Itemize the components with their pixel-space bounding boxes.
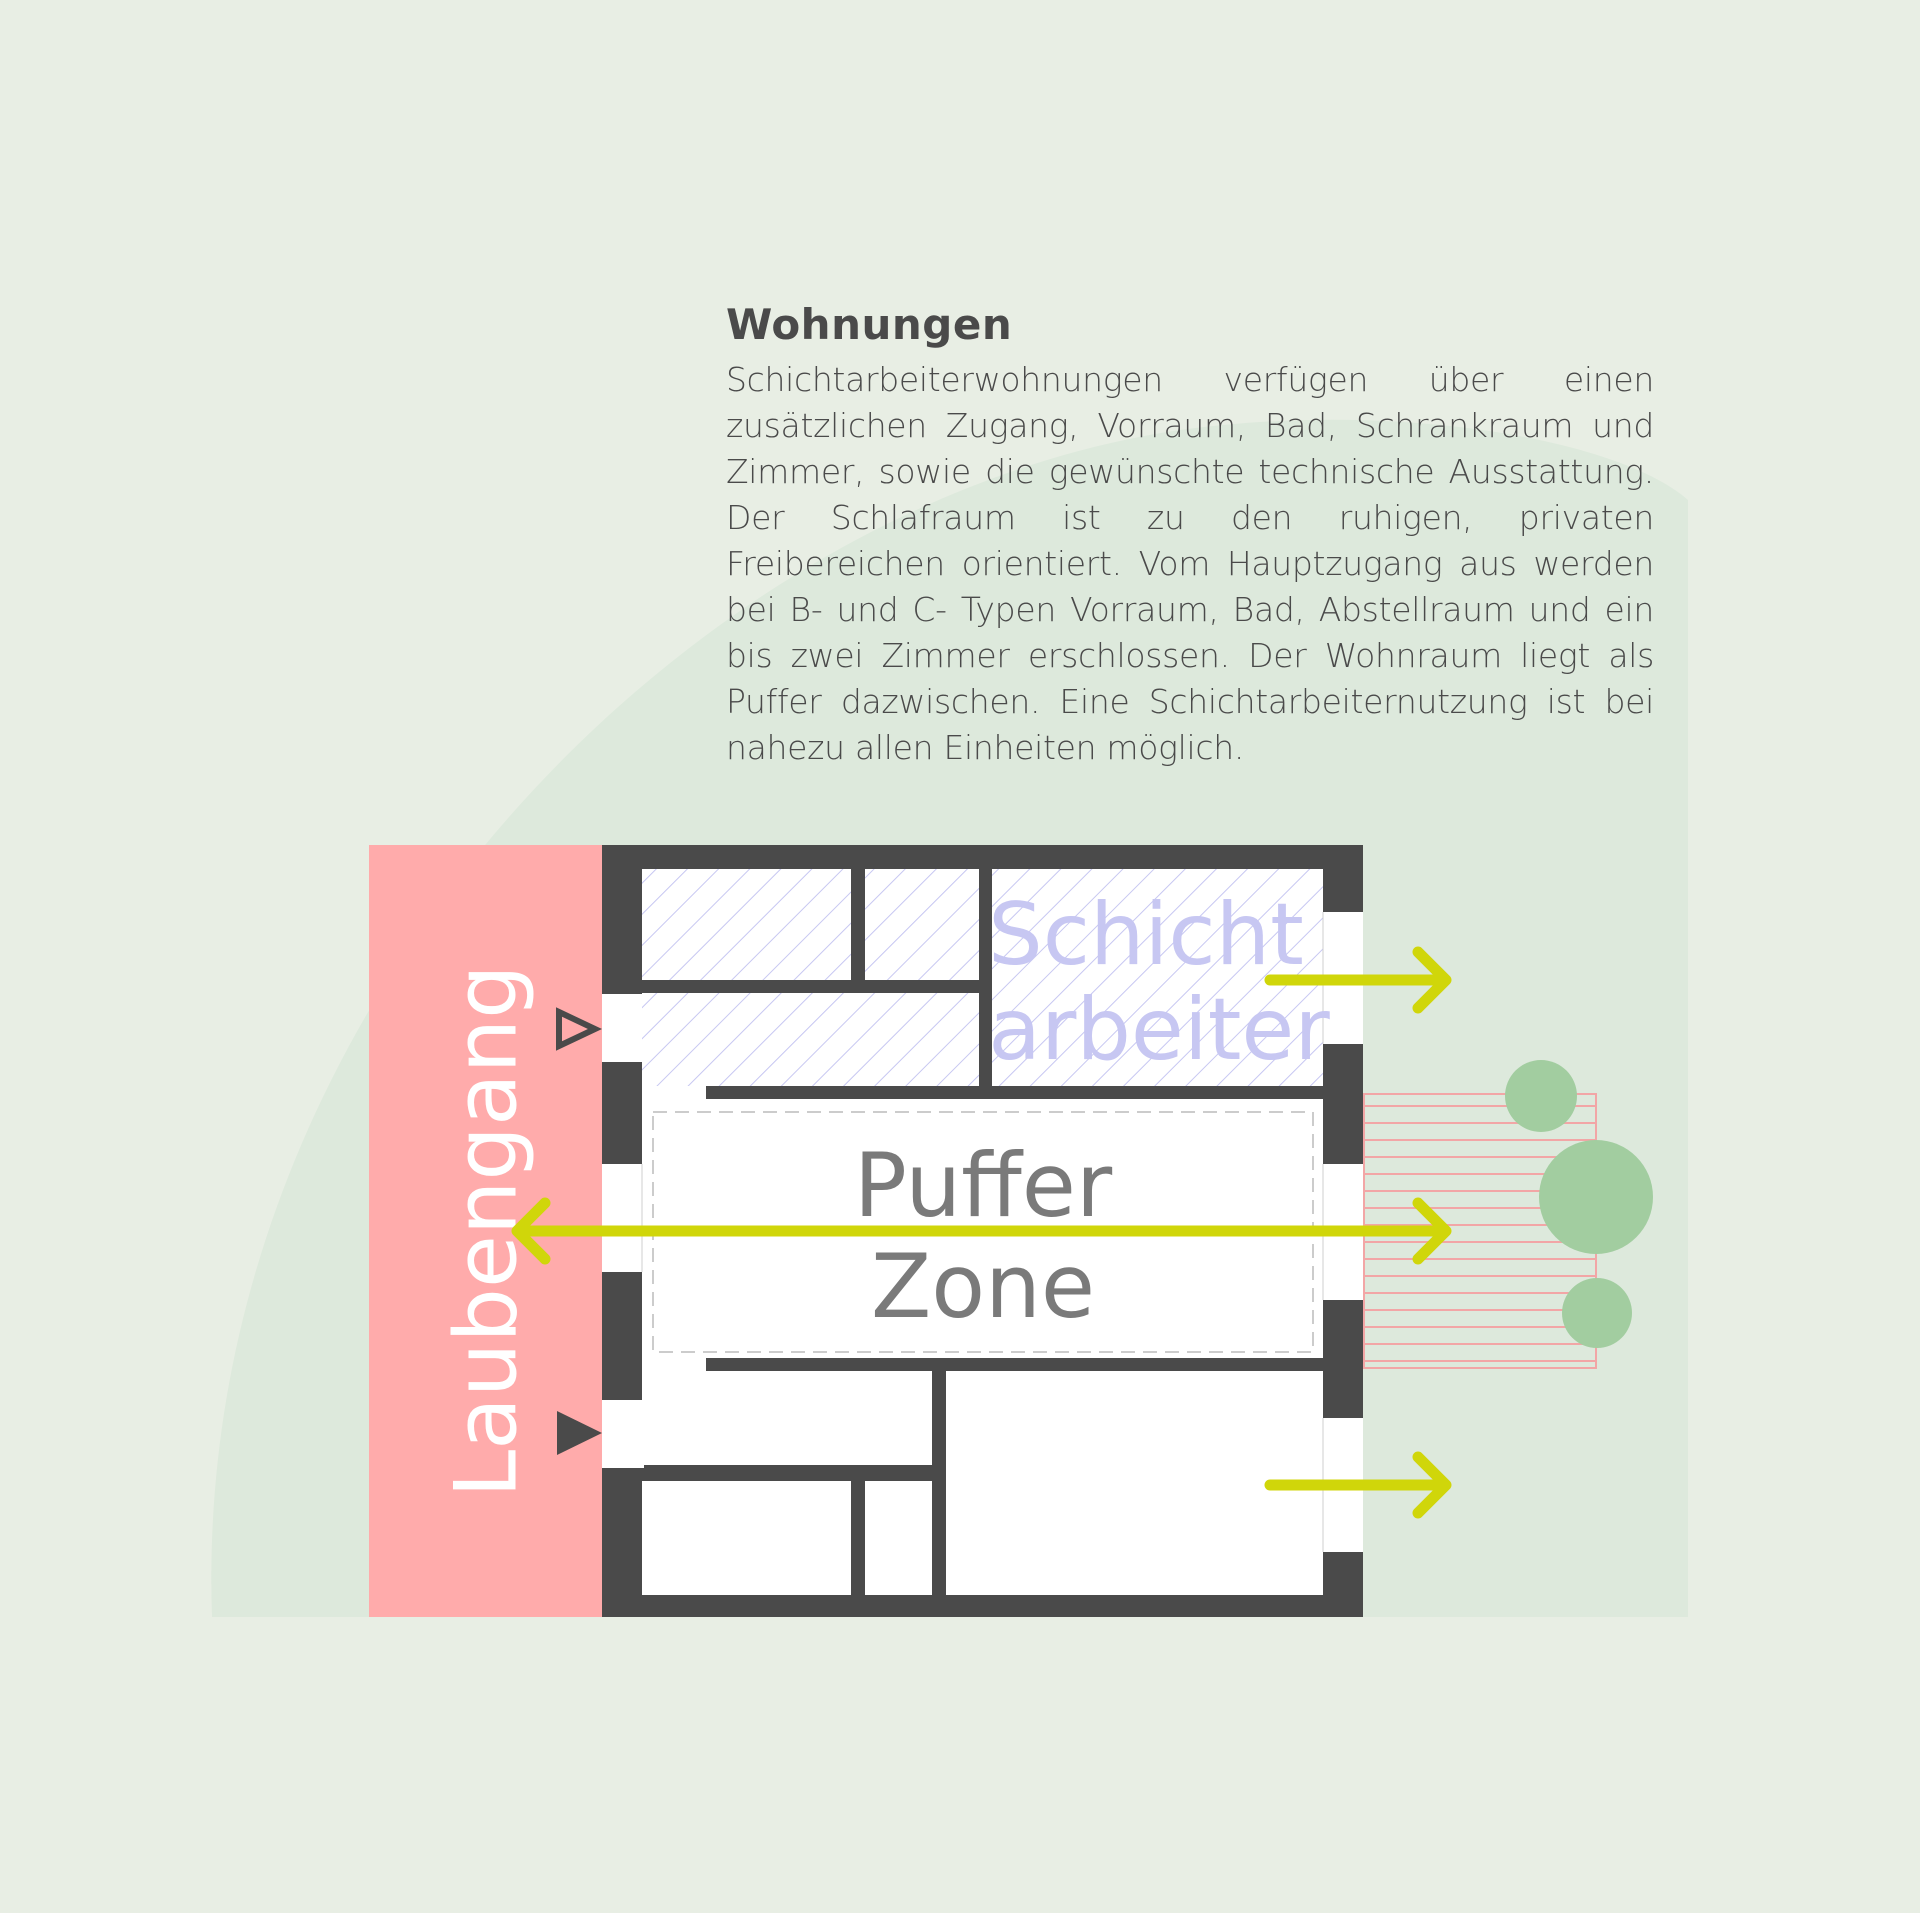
- arrow-buffer-through: [511, 1197, 1452, 1265]
- section-body: Schichtarbeiterwohnungen verfügen über e…: [726, 360, 1654, 767]
- tree-small-bottom: [1562, 1278, 1632, 1348]
- tree-large: [1539, 1140, 1653, 1254]
- arrow-bottom-east: [1264, 1451, 1452, 1519]
- tree-small-top: [1505, 1060, 1577, 1132]
- description-block: Wohnungen Schichtarbeiterwohnungen verfü…: [726, 300, 1654, 771]
- shift-worker-label-line2: arbeiter: [988, 980, 1330, 1080]
- secondary-entrance-icon: [556, 1007, 603, 1051]
- main-entrance-icon: [557, 1411, 602, 1455]
- shift-worker-label-line1: Schicht: [988, 885, 1304, 985]
- section-heading: Wohnungen: [726, 300, 1013, 349]
- buffer-label-line1: Puffer: [854, 1134, 1113, 1237]
- buffer-label-line2: Zone: [871, 1235, 1095, 1338]
- arrow-shift-worker-east: [1264, 946, 1452, 1014]
